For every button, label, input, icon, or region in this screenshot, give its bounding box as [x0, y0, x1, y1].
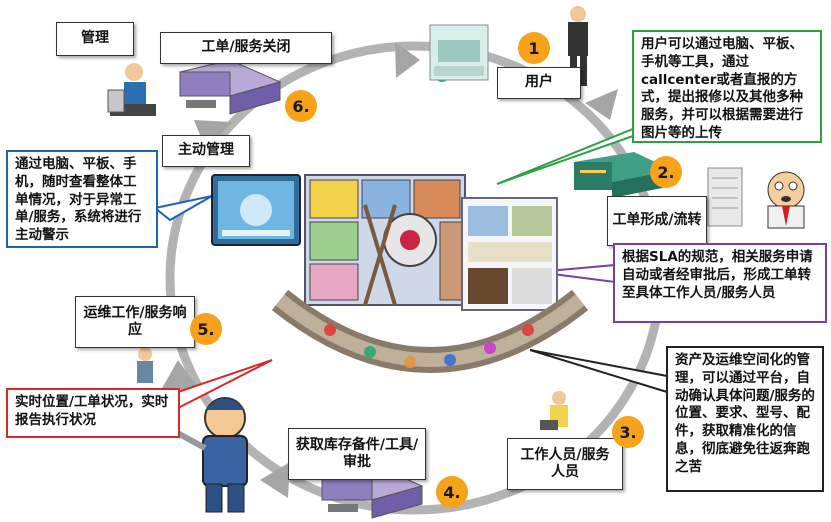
worried-man-illustration: [767, 171, 805, 229]
step2-label-text: 工单形成/流转: [612, 212, 702, 229]
realtime-callout-text: 实时位置/工单状况，实时报告执行状况: [15, 394, 169, 428]
step1-number-badge: 1: [518, 32, 550, 64]
control-room-illustration: [271, 174, 589, 373]
sla-callout: 根据SLA的规范，相关服务申请自动或者经审批后，形成工单转至具体工作人员/服务人…: [613, 243, 827, 323]
step1-label: 用户: [497, 67, 581, 99]
manage-label: 管理: [56, 22, 134, 56]
arrow-head-bottom: [260, 462, 290, 498]
user-callout-text: 用户可以通过电脑、平板、手机等工具，通过callcenter或者直报的方式，提出…: [641, 36, 803, 142]
asset-callout-text: 资产及运维空间化的管理，可以通过平台，自动确认具体问题/服务的位置、要求、型号、…: [675, 352, 815, 475]
step5-label: 运维工作/服务响应: [75, 296, 195, 348]
step3-label: 工作人员/服务人员: [507, 438, 623, 490]
arrow-head-top: [395, 42, 420, 78]
small-technician-illustration: [137, 347, 153, 383]
step3-label-text: 工作人员/服务人员: [520, 446, 610, 481]
active-manage-label-text: 主动管理: [178, 142, 234, 159]
step2-number-badge: 2.: [650, 156, 682, 188]
active-manage-label: 主动管理: [162, 135, 250, 167]
dashboard-tablet-illustration: [211, 174, 301, 246]
step5-label-text: 运维工作/服务响应: [83, 304, 187, 339]
step5-number-badge: 5.: [190, 313, 222, 345]
paper-stack-illustration: [707, 167, 743, 227]
sla-callout-text: 根据SLA的规范，相关服务申请自动或者经审批后，形成工单转至具体工作人员/服务人…: [622, 249, 813, 301]
step6-label-text: 工单/服务关闭: [201, 39, 291, 56]
step6-number-badge: 6.: [285, 90, 317, 122]
realtime-callout: 实时位置/工单状况，实时报告执行状况: [6, 388, 180, 438]
manage-label-text: 管理: [81, 30, 109, 47]
active-callout-text: 通过电脑、平板、手机，随时查看整体工单情况，对于异常工单/服务，系统将进行主动警…: [15, 156, 142, 244]
active-callout: 通过电脑、平板、手机，随时查看整体工单情况，对于异常工单/服务，系统将进行主动警…: [6, 150, 158, 248]
step4-number-badge: 4.: [436, 476, 468, 508]
step4-label: 获取库存备件/工具/审批: [288, 428, 426, 480]
step3-number-badge: 3.: [612, 416, 644, 448]
step1-label-text: 用户: [525, 74, 553, 91]
step4-label-text: 获取库存备件/工具/审批: [295, 436, 419, 471]
workbench-device-top: [178, 59, 282, 115]
technician-wrench-illustration: [161, 397, 248, 513]
active-callout-tail: [152, 195, 213, 222]
manager-illustration: [107, 63, 156, 116]
worker-laptop-illustration: [540, 391, 568, 430]
step6-label: 工单/服务关闭: [160, 32, 332, 64]
arrow-head-topright: [585, 89, 618, 120]
user-callout: 用户可以通过电脑、平板、手机等工具，通过callcenter或者直报的方式，提出…: [632, 30, 822, 143]
step2-label: 工单形成/流转: [607, 196, 707, 246]
room-photo-illustration: [429, 24, 489, 81]
arrow-head-left: [160, 360, 198, 392]
asset-callout: 资产及运维空间化的管理，可以通过平台，自动确认具体问题/服务的位置、要求、型号、…: [666, 346, 824, 492]
